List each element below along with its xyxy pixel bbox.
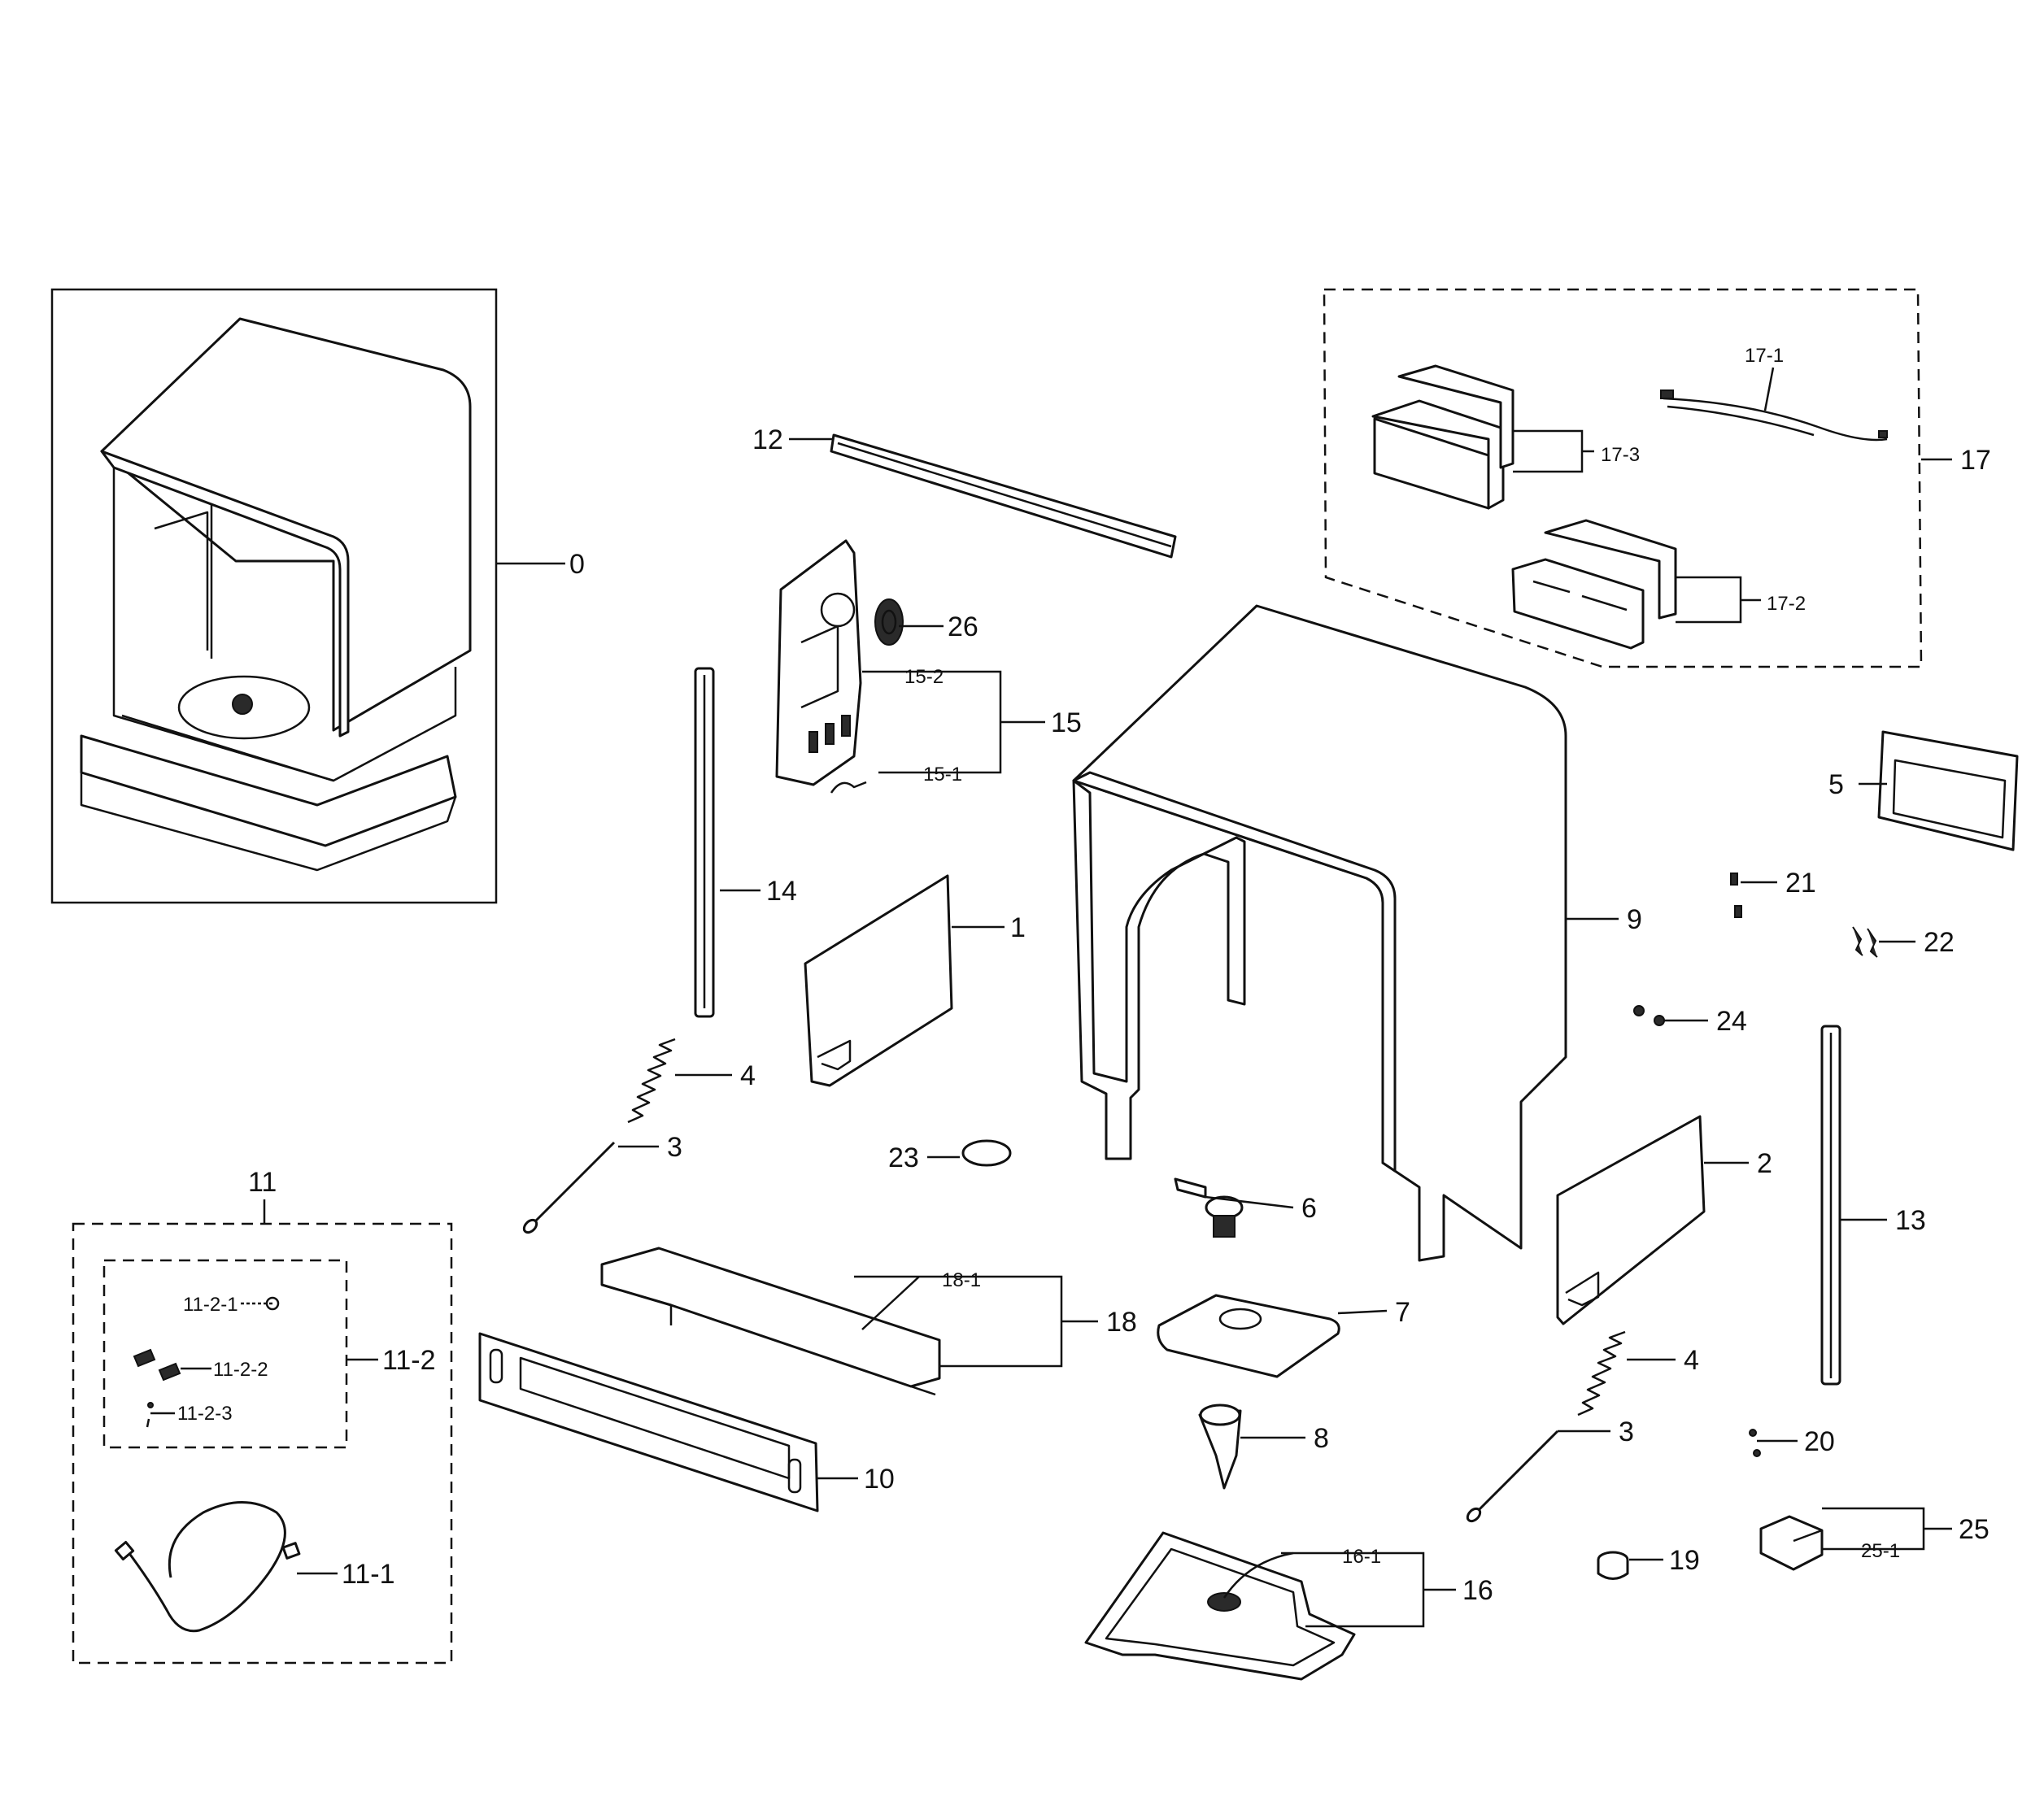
part-24-screws[interactable] bbox=[1633, 1005, 1665, 1026]
callout-15: 15 bbox=[1051, 707, 1082, 738]
part-6-spray-hub[interactable] bbox=[1174, 1177, 1244, 1238]
callout-11-1: 11-1 bbox=[342, 1559, 395, 1590]
callout-1: 1 bbox=[1010, 912, 1026, 943]
part-4-right-spring[interactable] bbox=[1577, 1330, 1626, 1417]
callout-19: 19 bbox=[1669, 1545, 1700, 1576]
callout-9: 9 bbox=[1627, 904, 1642, 935]
callout-11-2: 11-2 bbox=[382, 1345, 436, 1376]
part-1-left-cover[interactable] bbox=[804, 874, 953, 1087]
callout-7: 7 bbox=[1395, 1297, 1410, 1328]
callout-23: 23 bbox=[888, 1142, 919, 1173]
part-19-foot[interactable] bbox=[1597, 1551, 1629, 1580]
callout-25: 25 bbox=[1959, 1514, 1990, 1545]
part-16-base-frame[interactable] bbox=[1084, 1531, 1356, 1681]
callout-12: 12 bbox=[752, 424, 783, 455]
callout-8: 8 bbox=[1314, 1423, 1329, 1454]
callout-10: 10 bbox=[864, 1464, 895, 1495]
callout-17-3: 17-3 bbox=[1601, 444, 1640, 466]
callout-15-1: 15-1 bbox=[923, 764, 962, 786]
assembly-frame bbox=[50, 288, 498, 904]
part-21-clips[interactable] bbox=[1730, 873, 1742, 918]
callout-labels: 0 12 26 15-2 15 15-1 14 1 4 3 23 9 5 21 … bbox=[177, 345, 1991, 1606]
part-20-screws[interactable] bbox=[1749, 1429, 1761, 1457]
callout-22: 22 bbox=[1924, 927, 1955, 958]
part-26-filter-wheel[interactable] bbox=[874, 598, 904, 646]
callout-14: 14 bbox=[766, 876, 797, 907]
part-3-left-rod[interactable] bbox=[521, 1141, 616, 1235]
callout-24: 24 bbox=[1716, 1006, 1747, 1037]
part-8-filter-housing[interactable] bbox=[1198, 1404, 1242, 1490]
callout-0: 0 bbox=[569, 549, 585, 580]
group-17-dashed-box bbox=[1323, 288, 1923, 668]
callout-20: 20 bbox=[1804, 1426, 1835, 1457]
part-25-bracket[interactable] bbox=[1759, 1515, 1824, 1571]
part-5-control-panel[interactable] bbox=[1877, 730, 2019, 851]
part-22-hinge-clips[interactable] bbox=[1852, 926, 1878, 958]
callout-26: 26 bbox=[948, 611, 978, 642]
part-17-group[interactable] bbox=[1323, 288, 1923, 668]
callout-2: 2 bbox=[1757, 1148, 1772, 1179]
part-18-base-plate[interactable] bbox=[600, 1247, 941, 1396]
callout-18-1: 18-1 bbox=[942, 1269, 981, 1291]
callout-11-2-2: 11-2-2 bbox=[213, 1359, 268, 1381]
part-12-top-rail[interactable] bbox=[830, 433, 1177, 559]
part-11-group[interactable] bbox=[72, 1222, 453, 1665]
part-9-tub-body[interactable] bbox=[1072, 604, 1567, 1262]
callout-16: 16 bbox=[1462, 1575, 1493, 1606]
group-11-2-dashed-box bbox=[102, 1259, 348, 1449]
callout-21: 21 bbox=[1785, 868, 1816, 899]
callout-16-1: 16-1 bbox=[1342, 1546, 1381, 1568]
callout-3-right: 3 bbox=[1619, 1417, 1634, 1447]
callout-4-right: 4 bbox=[1684, 1345, 1699, 1376]
callout-17-2: 17-2 bbox=[1767, 593, 1806, 615]
callout-18: 18 bbox=[1106, 1307, 1137, 1338]
callout-11: 11 bbox=[248, 1167, 277, 1198]
part-0-tub-assembly[interactable] bbox=[50, 288, 498, 904]
callout-6: 6 bbox=[1301, 1193, 1317, 1224]
callout-11-2-3: 11-2-3 bbox=[177, 1403, 233, 1425]
callout-3-left: 3 bbox=[667, 1132, 682, 1163]
callout-25-1: 25-1 bbox=[1861, 1540, 1900, 1562]
callout-4-left: 4 bbox=[740, 1060, 756, 1091]
callout-17: 17 bbox=[1960, 445, 1991, 476]
part-13-right-rail[interactable] bbox=[1820, 1025, 1841, 1386]
part-3-right-rod[interactable] bbox=[1465, 1430, 1559, 1524]
group-11-dashed-box bbox=[72, 1222, 453, 1665]
callout-5: 5 bbox=[1828, 769, 1844, 800]
part-10-kick-plate[interactable] bbox=[478, 1332, 819, 1512]
callout-13: 13 bbox=[1895, 1205, 1926, 1236]
part-2-right-cover[interactable] bbox=[1556, 1115, 1706, 1325]
part-4-left-spring[interactable] bbox=[627, 1038, 676, 1124]
callout-17-1: 17-1 bbox=[1745, 345, 1784, 367]
part-14-left-rail[interactable] bbox=[694, 667, 715, 1018]
callout-15-2: 15-2 bbox=[904, 666, 944, 688]
part-23-o-ring[interactable] bbox=[961, 1139, 1012, 1167]
callout-11-2-1: 11-2-1 bbox=[183, 1294, 238, 1316]
part-7-sump-gasket[interactable] bbox=[1157, 1294, 1340, 1378]
leader-lines bbox=[150, 367, 1952, 1628]
part-15-side-bracket[interactable] bbox=[775, 539, 867, 794]
